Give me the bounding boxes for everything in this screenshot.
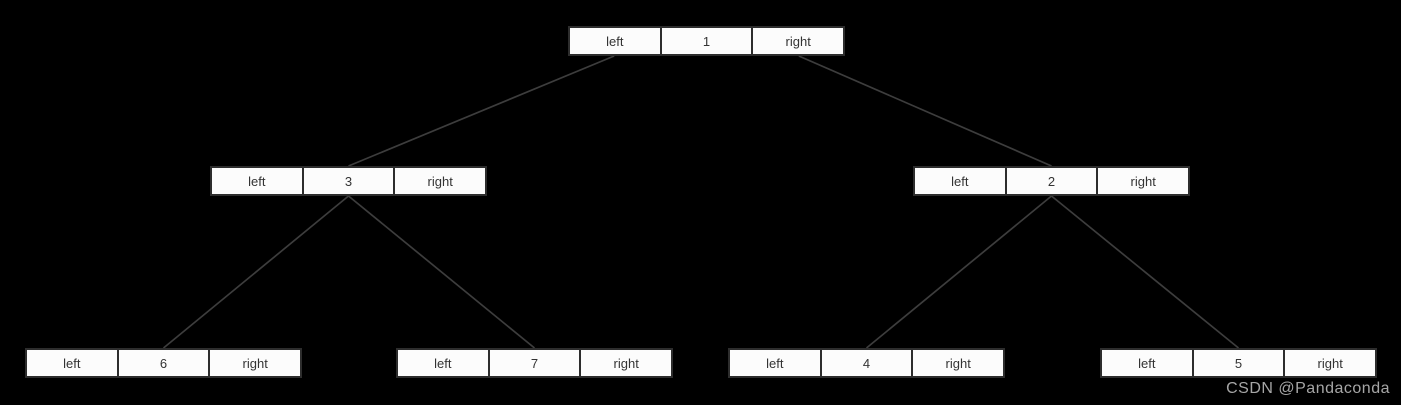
right-pointer-cell: right — [395, 168, 486, 194]
left-pointer-cell: left — [730, 350, 820, 376]
edge-3-6 — [162, 195, 350, 349]
value-cell: 5 — [1191, 350, 1286, 376]
right-pointer-cell: right — [581, 350, 672, 376]
left-pointer-cell: left — [27, 350, 117, 376]
right-pointer-cell: right — [913, 350, 1004, 376]
left-pointer-cell: left — [915, 168, 1005, 194]
value-cell: 1 — [659, 28, 754, 54]
value-cell: 7 — [487, 350, 582, 376]
tree-node-5: left 5 right — [1100, 348, 1377, 378]
left-pointer-cell: left — [212, 168, 302, 194]
value-cell: 2 — [1004, 168, 1099, 194]
tree-node-6: left 6 right — [25, 348, 302, 378]
edge-1-2 — [798, 55, 1052, 167]
edge-2-4 — [865, 195, 1053, 349]
tree-node-3: left 3 right — [210, 166, 487, 196]
tree-node-4: left 4 right — [728, 348, 1005, 378]
edge-1-3 — [348, 55, 615, 167]
tree-node-7: left 7 right — [396, 348, 673, 378]
right-pointer-cell: right — [1098, 168, 1189, 194]
right-pointer-cell: right — [1285, 350, 1376, 376]
left-pointer-cell: left — [398, 350, 488, 376]
tree-node-1: left 1 right — [568, 26, 845, 56]
right-pointer-cell: right — [753, 28, 844, 54]
tree-node-2: left 2 right — [913, 166, 1190, 196]
left-pointer-cell: left — [1102, 350, 1192, 376]
value-cell: 4 — [819, 350, 914, 376]
watermark-text: CSDN @Pandaconda — [1226, 380, 1390, 397]
edge-2-5 — [1050, 195, 1240, 349]
left-pointer-cell: left — [570, 28, 660, 54]
edge-3-7 — [347, 195, 536, 349]
right-pointer-cell: right — [210, 350, 301, 376]
value-cell: 6 — [116, 350, 211, 376]
value-cell: 3 — [301, 168, 396, 194]
